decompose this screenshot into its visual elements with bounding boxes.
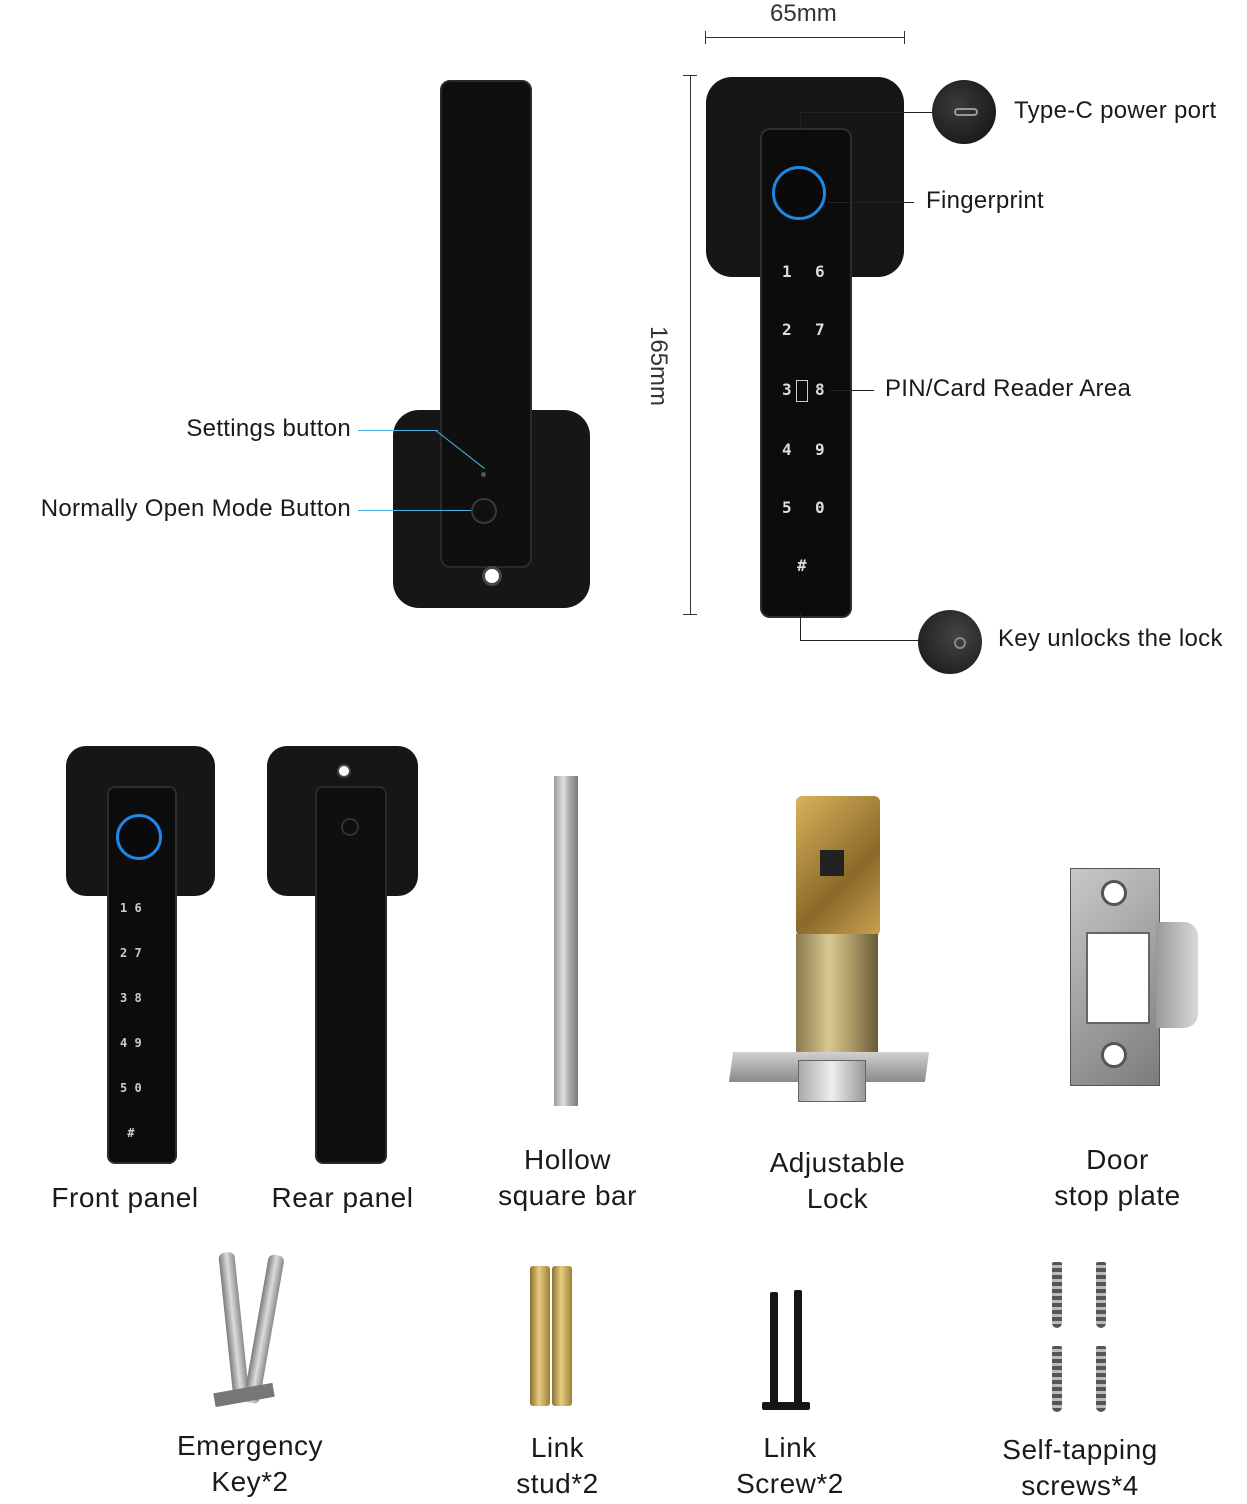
key-unlocks-label: Key unlocks the lock <box>998 625 1223 652</box>
keypad-key-3[interactable]: 3 <box>782 380 792 399</box>
part-caption-line: stop plate <box>1054 1180 1181 1211</box>
part-caption-line: square bar <box>498 1180 637 1211</box>
stop-plate-opening <box>1086 932 1150 1024</box>
rear-panel-screw-hole <box>337 764 351 778</box>
stop-plate-screw-hole-bottom <box>1101 1042 1127 1068</box>
settings-button-dot[interactable] <box>481 472 486 477</box>
part-caption-line: Door <box>1086 1144 1149 1175</box>
card-reader-icon <box>796 380 808 402</box>
lock-bolt <box>798 1060 866 1102</box>
part-caption-line: Link <box>763 1432 817 1463</box>
keypad-key-0[interactable]: 0 <box>815 498 825 517</box>
self-tapping-screw-3 <box>1052 1346 1062 1412</box>
link-stud-1 <box>530 1266 550 1406</box>
front-panel-fingerprint-icon <box>116 814 162 860</box>
width-tick-left <box>705 31 706 44</box>
keypad-key-4[interactable]: 4 <box>782 440 792 459</box>
emergency-key-1 <box>218 1251 250 1403</box>
part-caption-line: Link <box>530 1432 585 1463</box>
height-dimension-label: 165mm <box>645 325 673 407</box>
normally-open-leader-line <box>358 510 471 511</box>
part-caption-line: Front panel <box>51 1182 199 1213</box>
type-c-port-icon <box>954 108 978 116</box>
keypad-key-7[interactable]: 7 <box>815 320 825 339</box>
fingerprint-leader-line <box>828 202 914 203</box>
key-leader-line <box>800 640 918 641</box>
part-caption-line: stud*2 <box>516 1468 599 1499</box>
part-caption-front-panel: Front panel <box>30 1180 220 1216</box>
part-caption-line: Lock <box>806 1183 869 1214</box>
type-c-port-thumbnail <box>932 80 996 144</box>
part-caption-self-tapping-screws: Self-tapping screws*4 <box>975 1432 1185 1504</box>
link-screw-1 <box>770 1292 778 1404</box>
keyhole-icon <box>954 637 966 649</box>
self-tapping-screw-4 <box>1096 1346 1106 1412</box>
rear-panel-button-icon <box>341 818 359 836</box>
width-tick-right <box>904 31 905 44</box>
part-caption-line: Self-tapping <box>1002 1434 1158 1465</box>
front-handle <box>760 128 852 618</box>
self-tapping-screw-2 <box>1096 1262 1106 1328</box>
part-caption-line: Key*2 <box>211 1466 289 1497</box>
pin-card-leader-line <box>830 390 874 391</box>
settings-button-label: Settings button <box>186 415 351 442</box>
lock-barrel <box>796 934 878 1054</box>
rear-panel-handle <box>315 786 387 1164</box>
keypad-key-9[interactable]: 9 <box>815 440 825 459</box>
link-screw-heads <box>762 1402 810 1410</box>
stop-plate-screw-hole-top <box>1101 880 1127 906</box>
fingerprint-label: Fingerprint <box>926 187 1045 214</box>
keypad-key-8[interactable]: 8 <box>815 380 825 399</box>
height-dimension-line <box>690 75 691 615</box>
lock-latch-window <box>820 850 844 876</box>
part-caption-emergency-key: Emergency Key*2 <box>150 1428 350 1500</box>
stop-plate-lip <box>1156 922 1198 1028</box>
part-caption-line: Screw*2 <box>736 1468 844 1499</box>
type-c-leader-drop <box>800 112 801 130</box>
fingerprint-sensor-icon <box>772 166 826 220</box>
part-caption-door-stop-plate: Door stop plate <box>1020 1142 1215 1214</box>
part-caption-hollow-square-bar: Hollow square bar <box>470 1142 665 1214</box>
height-tick-top <box>683 75 697 76</box>
part-caption-line: Adjustable <box>769 1147 906 1178</box>
type-c-leader-line <box>800 112 932 113</box>
part-caption-adjustable-lock: Adjustable Lock <box>740 1145 935 1217</box>
key-leader-drop <box>800 614 801 640</box>
keyhole-thumbnail <box>918 610 982 674</box>
width-dimension-line <box>705 37 905 38</box>
hollow-square-bar-illustration <box>554 776 578 1106</box>
type-c-label: Type-C power port <box>1014 97 1217 124</box>
normally-open-button[interactable] <box>471 498 497 524</box>
emergency-key-2 <box>243 1253 285 1405</box>
link-stud-2 <box>552 1266 572 1406</box>
keypad-key-5[interactable]: 5 <box>782 498 792 517</box>
height-tick-bottom <box>683 614 697 615</box>
link-screw-2 <box>794 1290 802 1404</box>
keypad-key-hash[interactable]: # <box>797 556 807 575</box>
part-caption-rear-panel: Rear panel <box>250 1180 435 1216</box>
part-caption-line: Rear panel <box>271 1182 414 1213</box>
rear-handle <box>440 80 532 568</box>
keypad-key-1[interactable]: 1 <box>782 262 792 281</box>
normally-open-label: Normally Open Mode Button <box>40 495 351 522</box>
part-caption-line: Hollow <box>523 1144 612 1175</box>
part-caption-link-stud: Link stud*2 <box>480 1430 635 1502</box>
front-panel-keypad-icon: 1 6 2 7 3 8 4 9 5 0 # <box>120 901 142 1140</box>
part-caption-link-screw: Link Screw*2 <box>710 1430 870 1502</box>
part-caption-line: Emergency <box>176 1430 324 1461</box>
keypad-key-6[interactable]: 6 <box>815 262 825 281</box>
rear-screw-hole <box>482 566 502 586</box>
keypad-key-2[interactable]: 2 <box>782 320 792 339</box>
width-dimension-label: 65mm <box>770 0 837 27</box>
self-tapping-screw-1 <box>1052 1262 1062 1328</box>
settings-leader-line <box>358 430 438 431</box>
pin-card-label: PIN/Card Reader Area <box>885 375 1132 402</box>
part-caption-line: screws*4 <box>1021 1470 1139 1501</box>
